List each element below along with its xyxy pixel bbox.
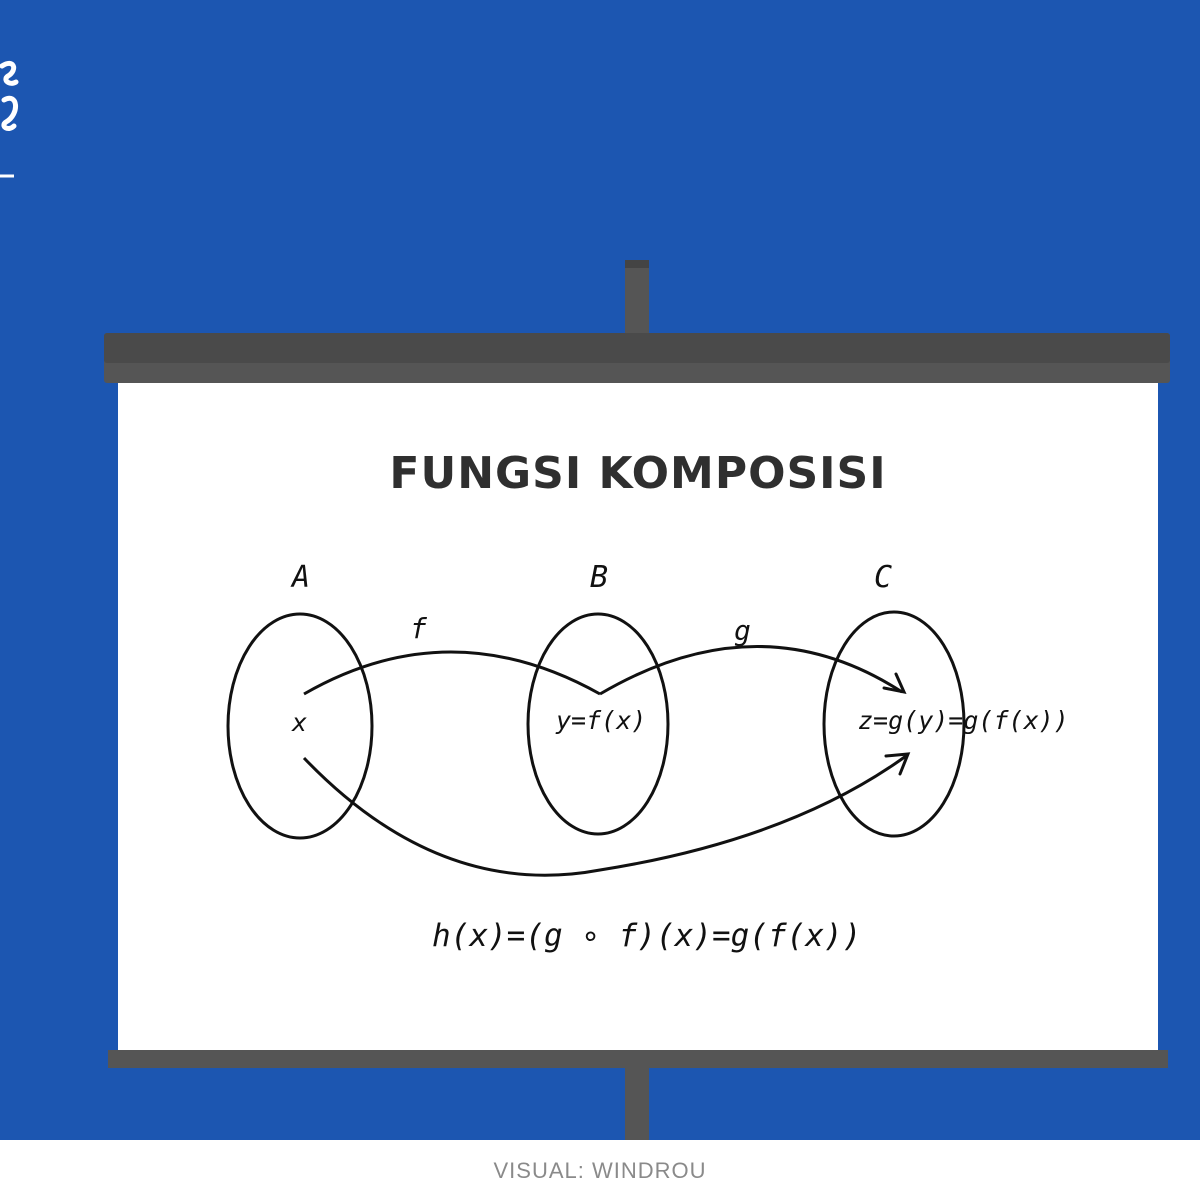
top-pole (625, 260, 649, 340)
arrow-g-head (882, 672, 907, 695)
set-a-label: A (292, 560, 311, 595)
set-b-ellipse (526, 612, 670, 836)
slide-title: FUNGSI KOMPOSISI (389, 448, 887, 499)
arrow-g (599, 645, 903, 696)
screen-surface (118, 383, 1158, 1052)
footer-bar: VISUAL: WINDROU (0, 1140, 1200, 1200)
set-b-label: B (590, 560, 609, 595)
bottom-bar (108, 1050, 1168, 1068)
arrow-h (302, 754, 907, 877)
partial-logo-icon (0, 60, 19, 178)
image-credit: VISUAL: WINDROU (493, 1158, 707, 1183)
element-z: z=g(y)=g(f(x)) (858, 706, 1069, 735)
element-y: y=f(x) (556, 706, 647, 735)
projector-screen (104, 260, 1170, 1140)
mapping-f-label: f (410, 612, 427, 645)
bottom-pole (625, 1068, 649, 1140)
composition-formula: h(x)=(g ∘ f)(x)=g(f(x)) (432, 918, 862, 954)
set-c-label: C (874, 560, 893, 595)
set-a-ellipse (226, 612, 374, 840)
arrow-f (303, 650, 601, 696)
element-x: x (292, 708, 308, 737)
set-c-ellipse (822, 610, 966, 838)
arrow-h-head (884, 752, 911, 776)
mapping-g-label: g (734, 614, 751, 647)
